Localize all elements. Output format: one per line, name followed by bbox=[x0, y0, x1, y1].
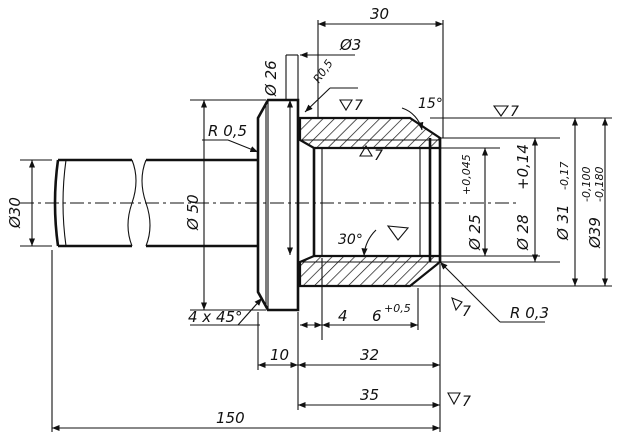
dim-diameter-30: Ø30 bbox=[6, 197, 24, 229]
dim-6-tolerance: +0,5 bbox=[384, 302, 411, 315]
dim-radius-0-5-left: R 0,5 bbox=[208, 122, 247, 140]
dim-30: 30 bbox=[370, 5, 389, 23]
dim-diameter-25: Ø 25 bbox=[466, 214, 484, 251]
dim-10: 10 bbox=[270, 346, 289, 364]
dim-diameter-3: Ø3 bbox=[339, 36, 361, 54]
dim-6: 6 bbox=[372, 307, 382, 325]
roughness-values: 7 7 7 7 7 bbox=[354, 98, 519, 410]
dim-radius-0-3: R 0,3 bbox=[510, 304, 549, 322]
flange-outline bbox=[256, 98, 300, 312]
dimension-labels: 30 Ø3 R0,5 Ø 26 R 0,5 Ø30 Ø 50 15° 30° Ø… bbox=[6, 5, 606, 427]
bushing-body bbox=[298, 116, 442, 288]
roughness-bottom: 7 bbox=[462, 304, 471, 320]
dim-diameter-31: Ø 31 bbox=[554, 204, 572, 241]
dim-diameter-28: Ø 28 bbox=[514, 214, 532, 251]
dim-diameter-39: Ø39 bbox=[586, 217, 604, 249]
dim-diameter-25-tolerance: +0,045 bbox=[460, 154, 473, 195]
roughness-top-right: 7 bbox=[510, 104, 519, 120]
dim-angle-15: 15° bbox=[418, 96, 443, 112]
roughness-symbols bbox=[339, 99, 510, 406]
dim-diameter-26: Ø 26 bbox=[262, 60, 280, 97]
extension-lines bbox=[20, 20, 612, 432]
dim-35: 35 bbox=[360, 386, 379, 404]
dim-150: 150 bbox=[216, 409, 245, 427]
dim-radius-0-5-top: R0,5 bbox=[311, 57, 336, 85]
roughness-end: 7 bbox=[462, 394, 471, 410]
dim-32: 32 bbox=[360, 346, 379, 364]
dim-4: 4 bbox=[338, 307, 348, 325]
dimension-lines bbox=[28, 20, 609, 432]
dim-diameter-31-tolerance: -0,17 bbox=[558, 162, 571, 190]
roughness-top-left: 7 bbox=[354, 98, 363, 114]
dim-diameter-28-tolerance: +0,14 bbox=[514, 144, 532, 190]
shaft-outline bbox=[53, 158, 258, 248]
dim-diameter-39-tol-upper: -0,100 bbox=[580, 167, 593, 202]
dim-chamfer: 4 x 45° bbox=[188, 308, 243, 326]
dim-angle-30: 30° bbox=[338, 232, 363, 248]
dim-diameter-50: Ø 50 bbox=[184, 194, 202, 231]
dim-diameter-39-tol-lower: -0,180 bbox=[593, 167, 606, 202]
roughness-bore: 7 bbox=[374, 148, 383, 164]
